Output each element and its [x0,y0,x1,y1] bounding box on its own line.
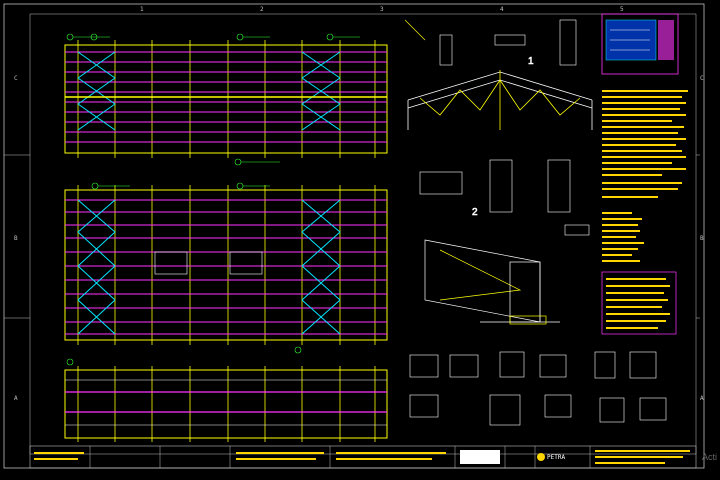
grid-letter: C [14,75,18,82]
base-plate-details[interactable] [409,351,667,426]
company-name: PETRA [547,454,565,461]
grid-numbers: 1 2 3 4 5 [140,6,624,13]
grid-number: 5 [620,6,624,13]
company-logo-icon [537,453,545,461]
detail-marker-2: 2 [472,207,478,218]
grid-letter: C [700,75,704,82]
truss-detail[interactable] [407,70,593,130]
annotation-callouts [66,33,360,366]
connection-detail-top[interactable]: 1 [404,19,577,67]
grid-letter: B [14,235,18,242]
grid-number: 3 [380,6,384,13]
watermark: Acti [702,452,717,462]
materials-table [601,271,677,335]
floor-framing-plan[interactable] [64,185,388,345]
column-detail[interactable]: 2 [419,159,590,236]
grid-number: 2 [260,6,264,13]
title-block: PETRA [29,445,697,469]
grid-letter: A [700,395,704,402]
elevation-plan[interactable] [64,366,388,442]
general-notes [602,90,688,262]
roof-framing-plan[interactable] [64,40,388,158]
grid-number: 1 [140,6,144,13]
grid-letters: C B A C B A [14,75,704,402]
grid-letter: A [14,395,18,402]
key-plan-thumbnail[interactable] [601,13,679,75]
plan-bracing [77,51,341,131]
detail-marker-1: 1 [528,56,534,67]
grid-letter: B [700,235,704,242]
beam-connection-detail[interactable] [424,239,560,325]
grid-number: 4 [500,6,504,13]
plan-columns [77,40,376,158]
